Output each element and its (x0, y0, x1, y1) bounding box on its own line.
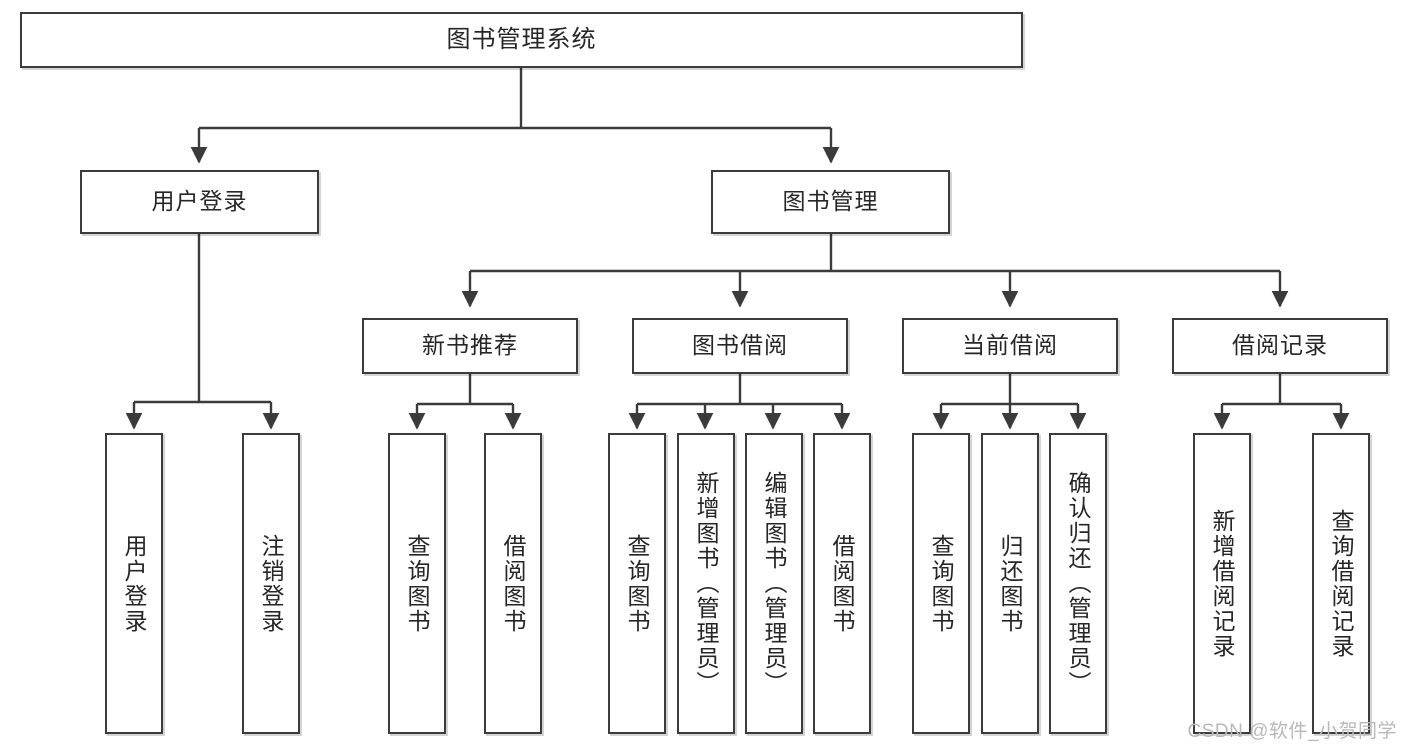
node-leaf-return-book[interactable]: 归还图书 (981, 433, 1039, 734)
node-label: 注销登录 (258, 533, 285, 634)
node-leaf-borrow-book-recommend[interactable]: 借阅图书 (484, 433, 542, 734)
node-leaf-query-book-current[interactable]: 查询图书 (912, 433, 970, 734)
node-label: 用户登录 (121, 533, 148, 634)
node-label: 查询图书 (624, 533, 651, 634)
node-label: 借阅图书 (500, 533, 527, 634)
node-root-book-management-system[interactable]: 图书管理系统 (20, 12, 1023, 68)
watermark: CSDN @软件_小贺同学 (1187, 721, 1397, 742)
node-leaf-query-borrow-record[interactable]: 查询借阅记录 (1312, 433, 1370, 734)
node-new-book-recommend[interactable]: 新书推荐 (362, 318, 578, 374)
node-label: 归还图书 (997, 533, 1024, 634)
node-label: 新书推荐 (422, 332, 518, 359)
node-current-borrow[interactable]: 当前借阅 (902, 318, 1118, 374)
node-label: 查询图书 (928, 533, 955, 634)
node-label: 查询借阅记录 (1328, 508, 1355, 659)
node-label: 图书管理系统 (446, 25, 597, 53)
node-label: 用户登录 (151, 188, 248, 215)
node-borrow-record[interactable]: 借阅记录 (1172, 318, 1388, 374)
node-leaf-confirm-return-admin[interactable]: 确认归还（管理员） (1049, 433, 1107, 734)
node-label: 编辑图书（管理员） (761, 471, 788, 696)
node-leaf-query-book-recommend[interactable]: 查询图书 (388, 433, 446, 734)
node-leaf-logout[interactable]: 注销登录 (242, 433, 300, 734)
node-book-management[interactable]: 图书管理 (711, 170, 950, 234)
node-leaf-edit-book-admin[interactable]: 编辑图书（管理员） (745, 433, 803, 734)
node-label: 借阅记录 (1232, 332, 1328, 359)
node-leaf-query-book-borrow[interactable]: 查询图书 (608, 433, 666, 734)
node-label: 借阅图书 (829, 533, 856, 634)
node-label: 确认归还（管理员） (1065, 471, 1092, 696)
node-leaf-add-borrow-record[interactable]: 新增借阅记录 (1193, 433, 1251, 734)
node-user-login[interactable]: 用户登录 (80, 170, 319, 234)
node-label: 当前借阅 (962, 332, 1058, 359)
node-book-borrow[interactable]: 图书借阅 (632, 318, 848, 374)
node-label: 新增图书（管理员） (693, 471, 720, 696)
node-label: 图书借阅 (692, 332, 788, 359)
node-leaf-add-book-admin[interactable]: 新增图书（管理员） (677, 433, 735, 734)
node-label: 查询图书 (404, 533, 431, 634)
node-label: 新增借阅记录 (1209, 508, 1236, 659)
node-label: 图书管理 (782, 188, 879, 215)
node-leaf-user-login[interactable]: 用户登录 (105, 433, 163, 734)
node-leaf-borrow-book[interactable]: 借阅图书 (813, 433, 871, 734)
